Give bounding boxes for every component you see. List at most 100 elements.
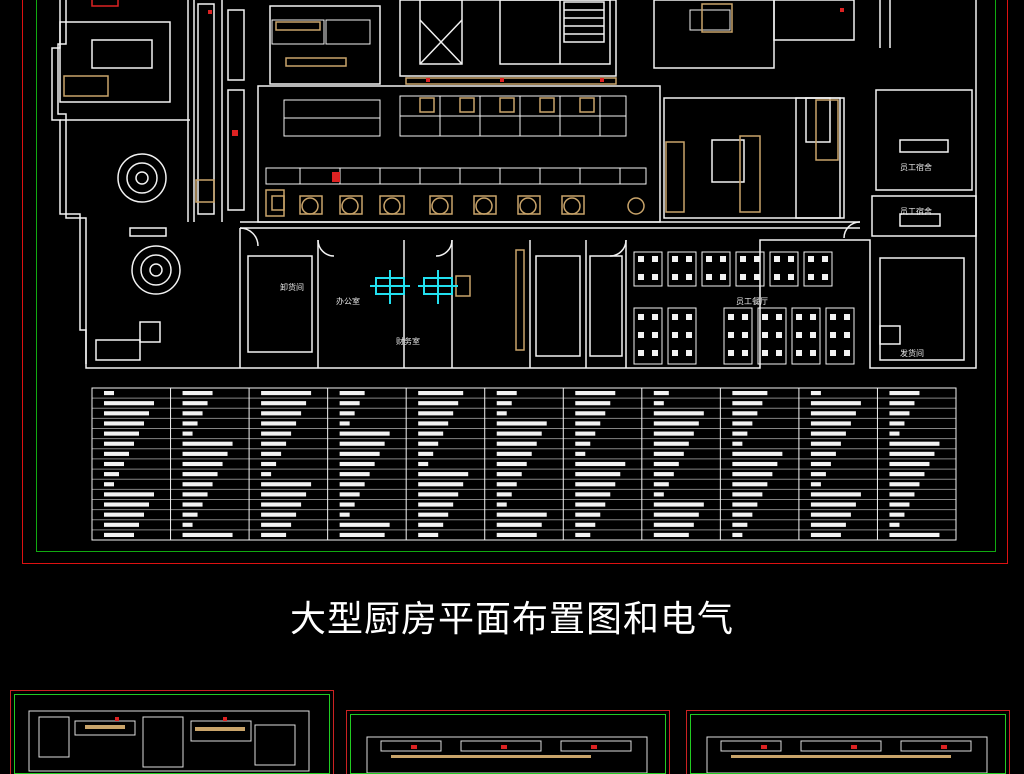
table-cell-text bbox=[418, 401, 459, 406]
table-cell-text bbox=[653, 421, 699, 426]
drawing-title: 大型厨房平面布置图和电气 bbox=[289, 599, 734, 640]
table-cell-text bbox=[182, 451, 228, 456]
table-cell-text bbox=[261, 431, 292, 436]
table-cell-text bbox=[418, 482, 464, 487]
table-cell-text bbox=[653, 391, 669, 396]
table-cell-text bbox=[496, 532, 537, 537]
table-cell-text bbox=[575, 461, 626, 467]
table-cell-text bbox=[810, 482, 821, 487]
table-cell-text bbox=[182, 492, 208, 497]
table-cell-text bbox=[810, 441, 841, 446]
table-cell-text bbox=[575, 502, 606, 507]
table-cell-text bbox=[339, 441, 385, 446]
table-cell-text bbox=[810, 401, 861, 406]
table-cell-text bbox=[104, 451, 129, 456]
table-cell-text bbox=[104, 461, 124, 467]
table-cell-text bbox=[104, 441, 134, 446]
table-cell-text bbox=[889, 482, 920, 487]
thumbnail-plan-3[interactable] bbox=[686, 710, 1010, 774]
table-cell-text bbox=[653, 401, 664, 406]
table-cell-text bbox=[182, 421, 198, 426]
table-cell-text bbox=[182, 532, 233, 537]
table-cell-text bbox=[575, 451, 586, 456]
table-cell-text bbox=[732, 512, 753, 517]
table-cell-text bbox=[261, 532, 287, 537]
table-cell-text bbox=[104, 522, 139, 527]
table-cell-text bbox=[889, 441, 940, 446]
table-cell-text bbox=[575, 522, 596, 527]
table-cell-text bbox=[261, 401, 307, 406]
table-cell-text bbox=[653, 441, 689, 446]
table-cell-text bbox=[104, 421, 144, 426]
table-cell-text bbox=[339, 512, 350, 517]
electrical-markers bbox=[208, 8, 844, 182]
table-cell-text bbox=[182, 482, 213, 487]
table-cell-text bbox=[653, 472, 674, 477]
table-cell-text bbox=[339, 502, 355, 507]
table-cell-text bbox=[653, 431, 694, 436]
table-cell-text bbox=[418, 532, 439, 537]
kitchen-equipment bbox=[63, 3, 839, 351]
table-cell-text bbox=[418, 431, 444, 436]
thumbnail-plan-1[interactable] bbox=[10, 690, 334, 774]
table-border bbox=[91, 387, 957, 541]
table-cell-text bbox=[810, 472, 826, 477]
table-cell-text bbox=[810, 502, 856, 507]
table-cell-text bbox=[575, 391, 616, 396]
thumbnail-1-drawing bbox=[28, 710, 310, 772]
table-cell-text bbox=[496, 451, 532, 456]
table-cell-text bbox=[104, 401, 154, 406]
table-cell-text bbox=[496, 391, 517, 396]
table-cell-text bbox=[732, 431, 748, 436]
table-cell-text bbox=[339, 532, 385, 537]
room-label-unloading: 卸货间 bbox=[280, 283, 304, 292]
table-cell-text bbox=[732, 502, 758, 507]
table-cell-text bbox=[810, 532, 841, 537]
table-cell-text bbox=[653, 461, 679, 467]
table-cell-text bbox=[575, 512, 601, 517]
table-cell-text bbox=[575, 532, 591, 537]
table-cell-text bbox=[496, 512, 547, 517]
table-cell-text bbox=[810, 451, 836, 456]
table-cell-text bbox=[418, 522, 444, 527]
table-cell-text bbox=[732, 492, 763, 497]
table-cell-text bbox=[810, 391, 821, 396]
table-cell-text bbox=[889, 492, 915, 497]
room-label-dormitory-2: 员工宿舍 bbox=[900, 207, 932, 216]
table-cell-text bbox=[418, 451, 434, 456]
table-cell-text bbox=[261, 492, 307, 497]
table-cell-text bbox=[339, 391, 365, 396]
table-cell-text bbox=[732, 391, 768, 396]
table-cell-text bbox=[732, 421, 753, 426]
table-cell-text bbox=[104, 532, 134, 537]
table-cell-text bbox=[889, 461, 930, 467]
table-cell-text bbox=[653, 522, 694, 527]
table-cell-text bbox=[889, 502, 910, 507]
table-cell-text bbox=[104, 492, 154, 497]
thumbnail-plan-2[interactable] bbox=[346, 710, 670, 774]
table-cell-text bbox=[339, 411, 355, 416]
table-cell-text bbox=[732, 411, 758, 416]
table-cell-text bbox=[182, 472, 218, 477]
table-cell-text bbox=[889, 411, 910, 416]
table-cell-text bbox=[732, 532, 743, 537]
table-cell-text bbox=[104, 512, 144, 517]
table-cell-text bbox=[182, 502, 203, 507]
table-cell-text bbox=[418, 421, 449, 426]
table-cell-text bbox=[496, 502, 507, 507]
table-cell-text bbox=[261, 461, 277, 467]
table-cell-text bbox=[732, 472, 773, 477]
table-cell-text bbox=[575, 492, 611, 497]
table-cell-text bbox=[496, 421, 547, 426]
table-cell-text bbox=[810, 522, 846, 527]
table-cell-text bbox=[496, 401, 512, 406]
table-cell-text bbox=[182, 441, 233, 446]
table-cell-text bbox=[182, 512, 198, 517]
table-cell-text bbox=[104, 411, 149, 416]
table-cell-text bbox=[653, 502, 704, 507]
table-cell-text bbox=[889, 522, 900, 527]
table-cell-text bbox=[653, 532, 689, 537]
table-cell-text bbox=[653, 512, 699, 517]
table-cell-text bbox=[889, 512, 905, 517]
table-cell-text bbox=[810, 492, 861, 497]
